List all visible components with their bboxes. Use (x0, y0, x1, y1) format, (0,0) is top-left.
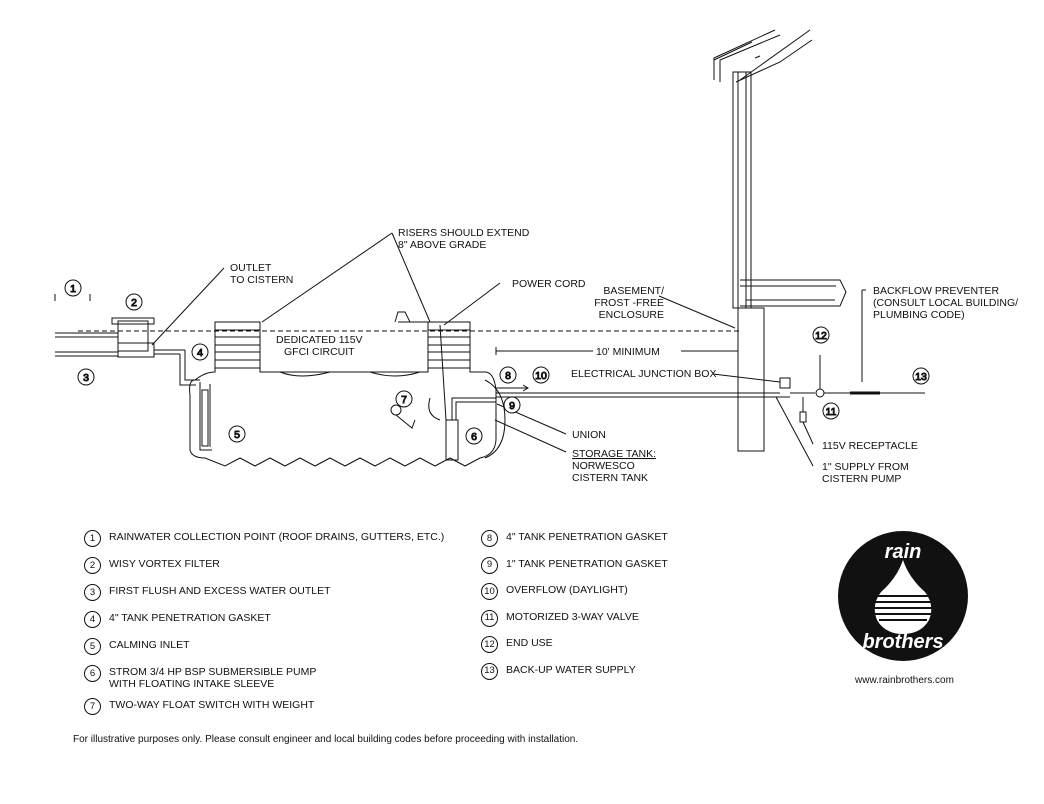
legend-number: 4 (84, 611, 101, 628)
svg-text:PLUMBING CODE): PLUMBING CODE) (873, 309, 965, 321)
cistern-installation-diagram: OUTLET TO CISTERN RISERS SHOULD EXTEND 8… (54, 29, 1018, 485)
legend-number: 1 (84, 530, 101, 547)
house-wall (713, 29, 847, 452)
svg-text:6: 6 (471, 431, 477, 443)
diagram-labels: OUTLET TO CISTERN RISERS SHOULD EXTEND 8… (230, 227, 1018, 485)
legend-text: MOTORIZED 3-WAY VALVE (506, 610, 639, 623)
svg-text:10' MINIMUM: 10' MINIMUM (596, 346, 660, 358)
legend-item: 10 OVERFLOW (DAYLIGHT) (481, 583, 668, 610)
svg-text:4: 4 (197, 347, 203, 359)
svg-text:TO CISTERN: TO CISTERN (230, 274, 293, 286)
legend-number: 5 (84, 638, 101, 655)
legend-text: BACK-UP WATER SUPPLY (506, 663, 636, 676)
legend-number: 8 (481, 530, 498, 547)
legend-number: 7 (84, 698, 101, 715)
legend-item: 2 WISY VORTEX FILTER (84, 557, 444, 584)
svg-text:NORWESCO: NORWESCO (572, 460, 635, 472)
svg-text:12: 12 (815, 330, 827, 342)
legend-text: CALMING INLET (109, 639, 190, 651)
legend-right: 8 4" TANK PENETRATION GASKET 9 1" TANK PENE… (481, 530, 668, 689)
svg-text:DEDICATED 115V: DEDICATED 115V (276, 334, 363, 346)
legend-number: 13 (481, 662, 498, 680)
svg-text:9: 9 (509, 400, 515, 412)
svg-text:BASEMENT/: BASEMENT/ (603, 285, 664, 297)
svg-text:UNION: UNION (572, 429, 606, 441)
legend-text: TWO-WAY FLOAT SWITCH WITH WEIGHT (109, 699, 315, 711)
legend-item: 5 CALMING INLET (84, 638, 444, 665)
legend-item: 1 RAINWATER COLLECTION POINT (ROOF DRAINS… (84, 530, 444, 557)
website-url: www.rainbrothers.com (855, 675, 954, 686)
legend-number: 3 (84, 584, 101, 601)
storage-tank (189, 321, 506, 467)
svg-text:(CONSULT LOCAL BUILDING/: (CONSULT LOCAL BUILDING/ (873, 297, 1018, 309)
svg-text:brothers: brothers (862, 631, 943, 653)
svg-text:13: 13 (915, 371, 927, 383)
svg-text:10: 10 (535, 370, 547, 382)
svg-text:5: 5 (234, 429, 240, 441)
svg-text:1" SUPPLY FROM: 1" SUPPLY FROM (822, 461, 909, 473)
supply-pipe (496, 355, 925, 423)
legend-item: 7 TWO-WAY FLOAT SWITCH WITH WEIGHT (84, 698, 444, 725)
legend-item: 11 MOTORIZED 3-WAY VALVE (481, 609, 668, 637)
svg-text:OUTLET: OUTLET (230, 262, 272, 274)
legend-item: 3 FIRST FLUSH AND EXCESS WATER OUTLET (84, 584, 444, 611)
legend-number: 9 (481, 556, 498, 574)
legend-item: 12 END USE (481, 636, 668, 663)
legend-item: 6 STROM 3/4 HP BSP SUBMERSIBLE PUMP WITH … (84, 665, 444, 698)
svg-text:ENCLOSURE: ENCLOSURE (599, 309, 664, 321)
legend-item: 4 4" TANK PENETRATION GASKET (84, 611, 444, 638)
svg-text:rain: rain (885, 541, 922, 563)
legend-number: 10 (481, 583, 498, 600)
disclaimer: For illustrative purposes only. Please c… (73, 734, 579, 745)
legend-text: 4" TANK PENETRATION GASKET (506, 531, 668, 543)
svg-text:11: 11 (826, 406, 837, 418)
svg-text:STORAGE TANK:: STORAGE TANK: (572, 448, 656, 460)
legend-text: RAINWATER COLLECTION POINT (ROOF DRAINS,… (109, 531, 445, 543)
svg-text:8: 8 (505, 370, 511, 382)
legend-text: FIRST FLUSH AND EXCESS WATER OUTLET (109, 585, 331, 597)
svg-text:RISERS SHOULD EXTEND: RISERS SHOULD EXTEND (398, 227, 530, 239)
svg-text:2: 2 (131, 297, 137, 309)
legend-text: 1" TANK PENETRATION GASKET (506, 557, 668, 570)
legend-item: 8 4" TANK PENETRATION GASKET (481, 530, 668, 557)
legend-number: 2 (84, 557, 101, 574)
legend-text: 4" TANK PENETRATION GASKET (109, 612, 271, 624)
svg-text:1: 1 (70, 283, 76, 295)
legend-number: 12 (481, 636, 498, 653)
rain-brothers-logo: rain brothers (838, 531, 968, 661)
svg-text:CISTERN TANK: CISTERN TANK (572, 472, 648, 484)
svg-text:GFCI CIRCUIT: GFCI CIRCUIT (284, 346, 355, 358)
legend-number: 11 (481, 609, 498, 627)
legend-text: STROM 3/4 HP BSP SUBMERSIBLE PUMP WITH F… (109, 666, 317, 690)
legend-item: 13 BACK-UP WATER SUPPLY (481, 662, 668, 690)
legend-text: END USE (506, 637, 553, 649)
svg-text:BACKFLOW PREVENTER: BACKFLOW PREVENTER (873, 285, 999, 297)
legend-text: WISY VORTEX FILTER (109, 558, 220, 570)
svg-text:CISTERN PUMP: CISTERN PUMP (822, 473, 901, 485)
vortex-filter-assembly (54, 294, 200, 386)
svg-text:115V RECEPTACLE: 115V RECEPTACLE (822, 440, 918, 452)
svg-text:POWER CORD: POWER CORD (512, 278, 586, 290)
legend-number: 6 (84, 665, 101, 682)
legend-left: 1 RAINWATER COLLECTION POINT (ROOF DRAINS… (84, 530, 444, 725)
svg-text:ELECTRICAL JUNCTION BOX: ELECTRICAL JUNCTION BOX (571, 368, 716, 380)
svg-text:8" ABOVE GRADE: 8" ABOVE GRADE (398, 239, 486, 251)
svg-text:FROST -FREE: FROST -FREE (594, 297, 664, 309)
svg-text:3: 3 (83, 372, 89, 384)
callout-markers: 1 2 3 4 5 6 7 8 9 10 11 12 13 (64, 279, 930, 445)
svg-text:7: 7 (401, 394, 407, 406)
legend-text: OVERFLOW (DAYLIGHT) (506, 584, 628, 596)
legend-item: 9 1" TANK PENETRATION GASKET (481, 556, 668, 584)
